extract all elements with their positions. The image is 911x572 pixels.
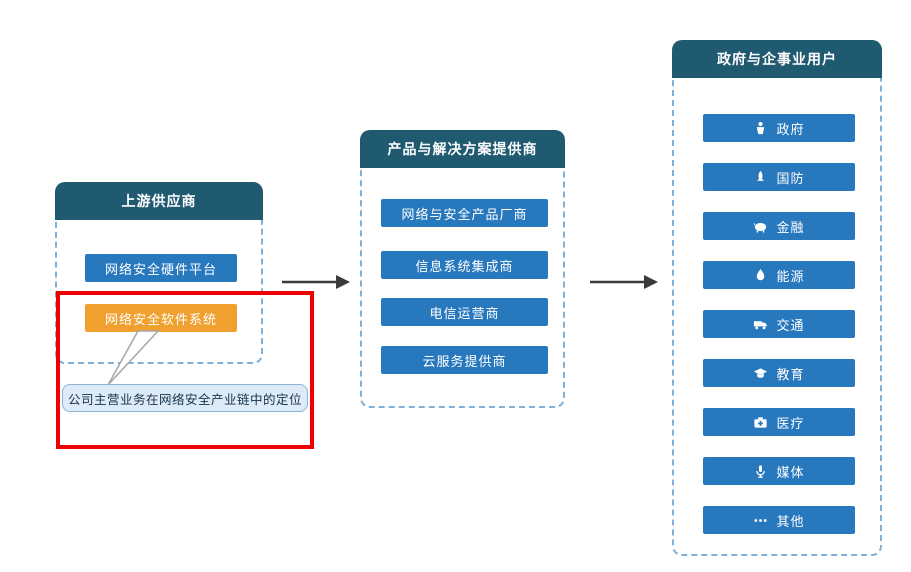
user-node-label: 国防	[776, 171, 805, 187]
users-panel-title: 政府与企事业用户	[672, 40, 882, 78]
node-medical: 医疗	[703, 408, 855, 436]
node-hardware-platform: 网络安全硬件平台	[85, 254, 237, 282]
callout-label: 公司主营业务在网络安全产业链中的定位	[62, 384, 308, 412]
node-system-integrators: 信息系统集成商	[381, 251, 548, 279]
user-node-label: 其他	[776, 514, 805, 530]
node-security-product-vendors: 网络与安全产品厂商	[381, 199, 548, 227]
user-node-label: 能源	[776, 269, 805, 285]
suppliers-panel: 上游供应商 网络安全硬件平台 网络安全软件系统	[55, 182, 263, 364]
node-energy: 能源	[703, 261, 855, 289]
node-telecom-operators: 电信运营商	[381, 298, 548, 326]
providers-panel-title: 产品与解决方案提供商	[360, 130, 565, 168]
node-media: 媒体	[703, 457, 855, 485]
piggy-bank-icon	[754, 222, 767, 232]
node-education: 教育	[703, 359, 855, 387]
node-others: 其他	[703, 506, 855, 534]
node-defense: 国防	[703, 163, 855, 191]
node-software-system: 网络安全软件系统	[85, 304, 237, 332]
microphone-icon	[756, 464, 766, 478]
medical-kit-icon	[754, 416, 768, 428]
energy-icon	[757, 268, 765, 280]
rocket-icon	[757, 170, 765, 181]
user-node-label: 媒体	[776, 465, 805, 481]
government-icon	[757, 121, 765, 134]
user-node-label: 政府	[776, 122, 805, 138]
node-finance: 金融	[703, 212, 855, 240]
callout-pointer	[107, 330, 160, 386]
user-node-label: 教育	[776, 367, 805, 383]
node-government: 政府	[703, 114, 855, 142]
truck-icon	[754, 320, 768, 329]
providers-panel: 产品与解决方案提供商 网络与安全产品厂商 信息系统集成商 电信运营商 云服务提供…	[360, 130, 565, 408]
arrow-right-icon	[590, 275, 658, 289]
suppliers-panel-title: 上游供应商	[55, 182, 263, 220]
node-transport: 交通	[703, 310, 855, 338]
user-node-label: 金融	[776, 220, 805, 236]
user-node-label: 医疗	[776, 416, 805, 432]
users-panel: 政府与企事业用户 政府 国防 金融 能源	[672, 40, 882, 556]
node-cloud-service-providers: 云服务提供商	[381, 346, 548, 374]
graduation-cap-icon	[754, 367, 768, 378]
user-node-label: 交通	[776, 318, 805, 334]
ellipsis-icon	[754, 518, 768, 522]
arrow-right-icon	[282, 275, 350, 289]
